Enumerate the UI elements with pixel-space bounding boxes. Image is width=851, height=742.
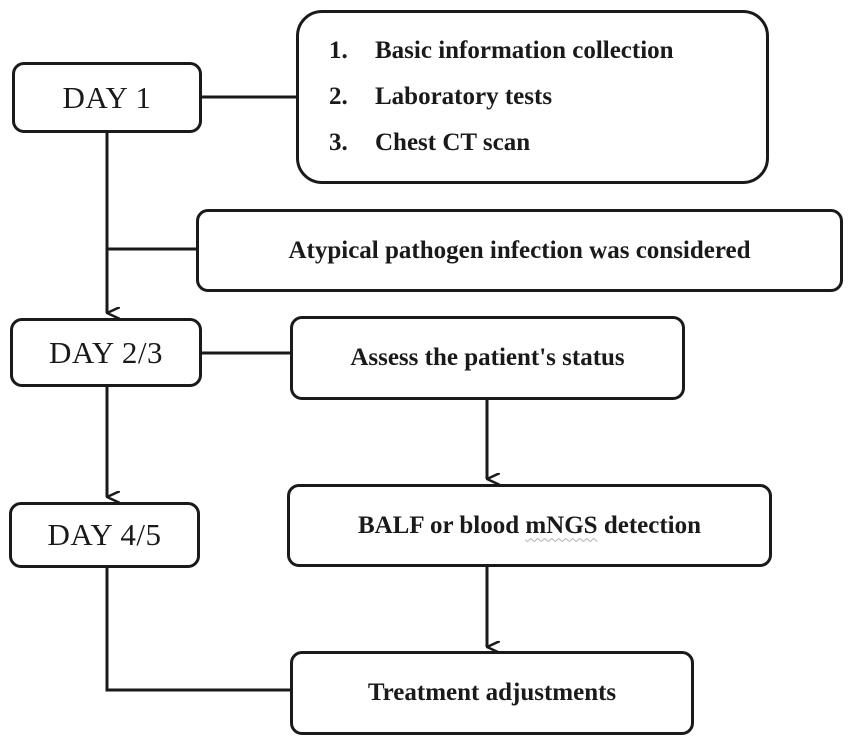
connector-day45-to-treatment [105, 566, 292, 692]
assess-label: Assess the patient's status [350, 344, 625, 371]
consideration-box: Atypical pathogen infection was consider… [196, 209, 843, 292]
detection-suffix: detection [597, 511, 702, 539]
step-item-3: 3. Chest CT scan [329, 120, 674, 166]
initial-steps-box: 1. Basic information collection 2. Laborat… [296, 10, 769, 184]
treatment-box: Treatment adjustments [290, 651, 694, 735]
treatment-label: Treatment adjustments [367, 679, 617, 706]
step-number-1: 1. [329, 37, 348, 64]
day45-box: DAY 4/5 [9, 502, 200, 568]
consideration-label: Atypical pathogen infection was consider… [288, 236, 751, 264]
day1-box: DAY 1 [12, 62, 202, 133]
day1-label: DAY 1 [62, 79, 152, 115]
step-number-3: 3. [329, 129, 348, 156]
step-item-2: 2. Laboratory tests [329, 74, 674, 120]
step-label-2: Laboratory tests [375, 83, 553, 110]
detection-box: BALF or blood mNGS detection [287, 484, 772, 567]
initial-steps-list: 1. Basic information collection 2. Laborat… [299, 28, 674, 166]
day23-box: DAY 2/3 [10, 318, 202, 387]
detection-label: BALF or blood mNGS detection [358, 512, 701, 540]
step-number-2: 2. [329, 83, 348, 110]
detection-prefix: BALF or blood [357, 511, 526, 539]
day23-label: DAY 2/3 [48, 334, 164, 370]
step-label-1: Basic information collection [375, 37, 674, 64]
day45-label: DAY 4/5 [47, 517, 162, 552]
step-item-1: 1. Basic information collection [329, 28, 674, 74]
assess-box: Assess the patient's status [290, 316, 685, 400]
step-label-3: Chest CT scan [375, 129, 531, 156]
detection-term: mNGS [525, 511, 598, 539]
